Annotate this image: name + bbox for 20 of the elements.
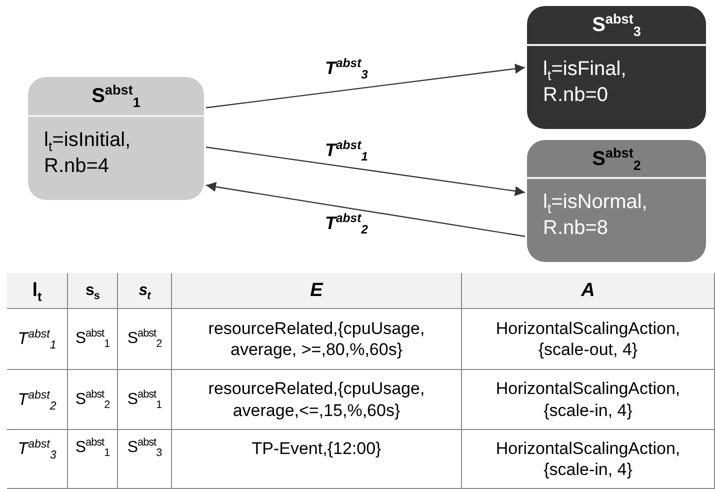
table-cell: TP-Event,{12:00} <box>172 430 462 489</box>
arrow <box>206 146 526 196</box>
state-box <box>28 77 204 200</box>
table-cell: resourceRelated,{cpuUsage, average,<=,15,%,60s} <box>172 370 462 430</box>
column-header: l$_{t}$ <box>7 273 68 309</box>
table-cell: resourceRelated,{cpuUsage, average, >=,80,%,60s} <box>172 309 462 370</box>
column-header: A <box>462 273 715 309</box>
state-box <box>527 6 706 129</box>
table-cell: HorizontalScalingAction, {scale-out, 4} <box>462 309 715 370</box>
arrow <box>206 64 526 108</box>
state-box <box>527 140 706 262</box>
state-details: l$_{t}$=isInitial, R.nb=4 <box>44 128 132 179</box>
column-header: E <box>172 273 462 309</box>
column-header: s$_{s}$ <box>68 273 118 309</box>
state-details: l$_{t}$=isFinal, R.nb=0 <box>543 57 628 108</box>
state-details: l$_{t}$=isNormal, R.nb=8 <box>543 190 648 241</box>
table-cell: HorizontalScalingAction, {scale-in, 4} <box>462 370 715 430</box>
table-cell: HorizontalScalingAction, {scale-in, 4} <box>462 430 715 489</box>
column-header: s$_{t}$ <box>118 273 172 309</box>
arrow <box>206 182 526 237</box>
